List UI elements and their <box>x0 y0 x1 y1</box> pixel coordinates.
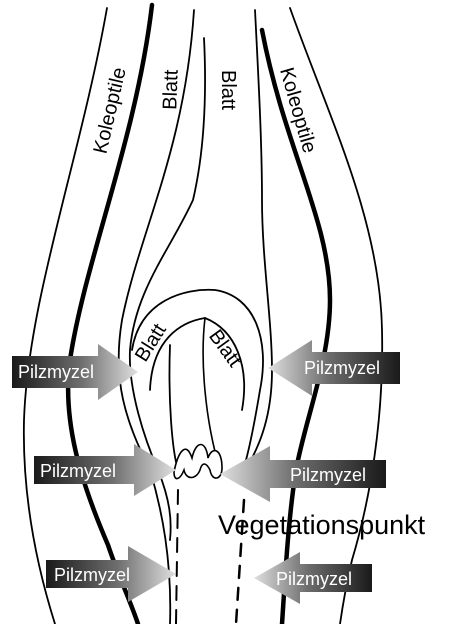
dashed-line-left <box>176 490 178 624</box>
pilzmyzel-arrow-2: Pilzmyzel <box>268 340 400 396</box>
pilzmyzel-label-3: Pilzmyzel <box>40 461 116 481</box>
pilzmyzel-label-2: Pilzmyzel <box>304 358 380 378</box>
pilzmyzel-label-1: Pilzmyzel <box>18 362 94 382</box>
label-blatt-left: Blatt <box>159 69 182 110</box>
label-vegetationspunkt: Vegetationspunkt <box>218 510 426 540</box>
pilzmyzel-label-6: Pilzmyzel <box>276 569 352 589</box>
left-coleoptile-outer-wall <box>24 8 107 624</box>
pilzmyzel-arrow-6: Pilzmyzel <box>254 552 372 604</box>
pilzmyzel-label-5: Pilzmyzel <box>54 565 130 585</box>
left-leaf-outer-line <box>119 10 194 624</box>
pilzmyzel-arrow-4: Pilzmyzel <box>220 446 386 502</box>
inner-leaf-stem <box>169 345 178 470</box>
label-blatt-right: Blatt <box>217 70 239 110</box>
label-blatt-inner-right: Blatt <box>204 326 246 372</box>
pilzmyzel-label-4: Pilzmyzel <box>290 465 366 485</box>
